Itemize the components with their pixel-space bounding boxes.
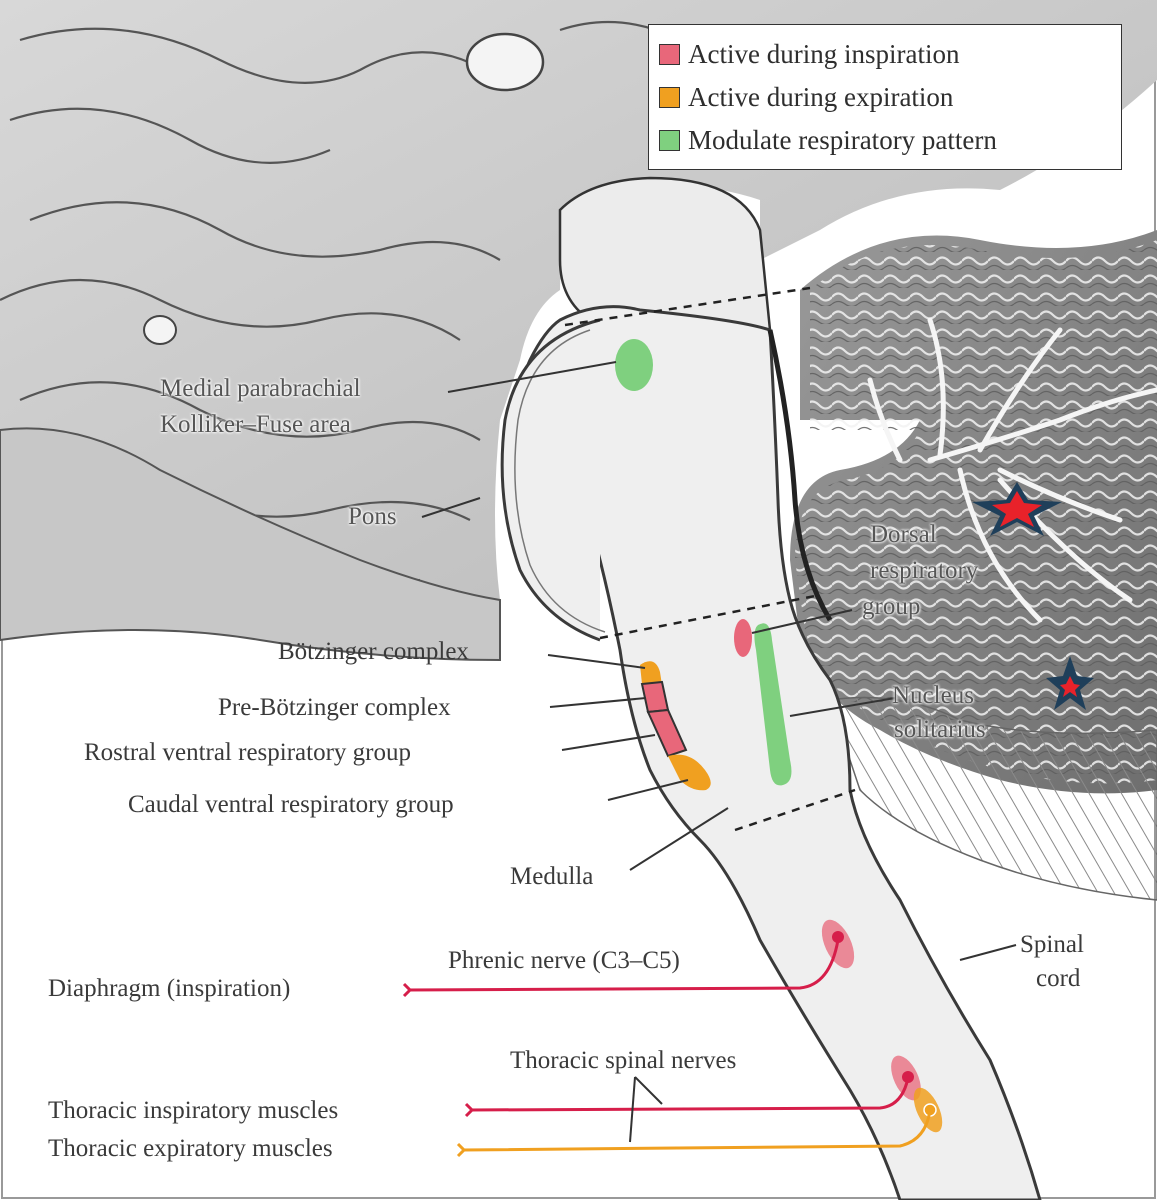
pons-bulge — [500, 318, 601, 642]
legend-item-modulate: Modulate respiratory pattern — [659, 119, 1111, 162]
label-pre-botzinger: Pre-Bötzinger complex — [218, 694, 451, 721]
star-marker-small — [1046, 656, 1094, 710]
label-caudal-vrg: Caudal ventral respiratory group — [128, 791, 454, 818]
caudal-vrg-region — [668, 754, 711, 791]
pons-inner-outline — [514, 329, 606, 633]
label-diaphragm: Diaphragm (inspiration) — [48, 975, 291, 1002]
ventricle-shape — [465, 32, 545, 92]
label-phrenic-nerve: Phrenic nerve (C3–C5) — [448, 947, 680, 974]
rostral-vrg-region — [646, 708, 688, 758]
thoracic-inspiratory-nerve-line — [469, 1077, 910, 1112]
cerebellum-folia — [795, 240, 1157, 784]
thoracic-inspiratory-arrow — [464, 1102, 475, 1118]
thoracic-inspiratory-neuron-dot — [902, 1071, 914, 1083]
label-rostral-vrg: Rostral ventral respiratory group — [84, 739, 411, 766]
phrenic-nerve-arrow — [402, 982, 413, 998]
label-medial-parabrachial: Medial parabrachial — [160, 375, 361, 402]
label-thoracic-spinal-nerves: Thoracic spinal nerves — [510, 1047, 737, 1074]
botzinger-region — [640, 661, 662, 685]
legend-label-modulate: Modulate respiratory pattern — [688, 125, 997, 155]
label-botzinger: Bötzinger complex — [278, 638, 469, 665]
star-marker-large — [972, 482, 1062, 536]
legend-swatch-expiration — [659, 87, 680, 108]
label-spinal-cord-2: cord — [1036, 965, 1081, 992]
label-nucleus-solitarius-1: Nucleus — [892, 682, 974, 709]
legend-item-expiration: Active during expiration — [659, 76, 1111, 119]
midbrain-shape — [558, 176, 772, 332]
label-thoracic-inspiratory: Thoracic inspiratory muscles — [48, 1097, 339, 1124]
phrenic-nerve-line — [407, 939, 840, 992]
legend-swatch-inspiration — [659, 44, 680, 65]
legend-swatch-modulate — [659, 130, 680, 151]
dorsal-respiratory-group-region — [734, 619, 752, 657]
temporal-lobe-shape — [0, 427, 501, 662]
tonsil-shape — [829, 696, 1157, 901]
label-dorsal-respiratory-2: respiratory — [870, 557, 979, 584]
legend-item-inspiration: Active during inspiration — [659, 33, 1111, 76]
label-dorsal-respiratory-1: Dorsal — [870, 521, 937, 548]
thoracic-expiratory-arrow — [456, 1142, 467, 1158]
thoracic-expiratory-nerve-line — [461, 1109, 932, 1152]
legend-label-inspiration: Active during inspiration — [688, 39, 960, 69]
label-pons: Pons — [348, 503, 397, 530]
legend: Active during inspiration Active during … — [648, 24, 1122, 170]
label-spinal-cord-1: Spinal — [1020, 931, 1084, 958]
label-nucleus-solitarius-2: solitarius — [894, 716, 986, 743]
medial-parabrachial-region — [615, 339, 653, 391]
phrenic-neuron-dot — [832, 931, 844, 943]
leader-lines — [421, 361, 1017, 1143]
legend-label-expiration: Active during expiration — [688, 82, 954, 112]
nucleus-solitarius-region — [754, 623, 792, 786]
label-medulla: Medulla — [510, 863, 594, 890]
label-kolliker-fuse: Kolliker–Fuse area — [160, 411, 351, 438]
section-lines — [564, 286, 856, 832]
optic-chiasm-shape — [143, 315, 177, 345]
fourth-ventricle-edge — [767, 329, 833, 622]
label-thoracic-expiratory: Thoracic expiratory muscles — [48, 1135, 333, 1162]
label-dorsal-respiratory-3: group — [862, 593, 921, 620]
